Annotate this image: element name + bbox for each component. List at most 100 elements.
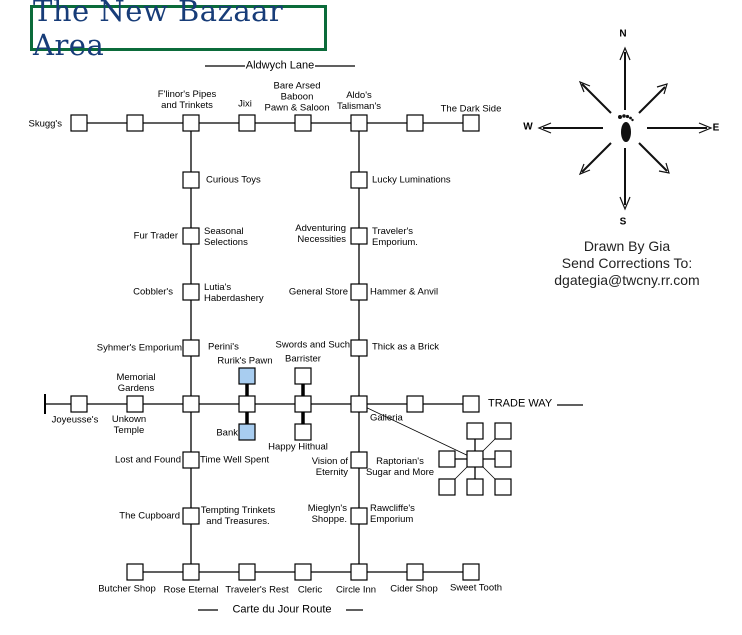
shop-box xyxy=(350,339,368,357)
shop-box xyxy=(494,422,512,440)
shop-label: Circle Inn xyxy=(335,584,377,596)
shop-label: Cleric xyxy=(297,584,323,596)
shop-box xyxy=(438,478,456,496)
footprint-icon xyxy=(618,114,634,142)
shop-label: Cobbler's xyxy=(133,286,173,298)
shop-box xyxy=(126,114,144,132)
shop-label: Happy Hithual xyxy=(268,441,328,453)
road-label-carte: Carte du Jour Route xyxy=(232,603,332,616)
shop-label: Butcher Shop xyxy=(98,583,156,595)
compass-east: E xyxy=(712,122,720,134)
road-label-aldwych: Aldwych Lane xyxy=(245,59,315,72)
shop-box xyxy=(350,114,368,132)
shop-box xyxy=(126,395,144,413)
shop-box xyxy=(466,422,484,440)
shop-label: Perini's xyxy=(208,341,239,353)
shop-box xyxy=(406,395,424,413)
shop-box xyxy=(350,171,368,189)
shop-box xyxy=(70,114,88,132)
shop-box xyxy=(462,395,480,413)
shop-label: Hammer & Anvil xyxy=(370,286,439,298)
shop-box xyxy=(462,563,480,581)
shop-box xyxy=(438,450,456,468)
shop-label: Swords and Such xyxy=(275,339,350,351)
shop-label: Curious Toys xyxy=(206,174,261,186)
shop-label: Traveler's Rest xyxy=(225,584,289,596)
shop-box xyxy=(294,114,312,132)
shop-box xyxy=(182,114,200,132)
shop-label: Thick as a Brick xyxy=(372,341,440,353)
shop-label: Lost and Found xyxy=(114,454,181,466)
shop-box xyxy=(182,507,200,525)
shop-label: Rose Eternal xyxy=(163,584,219,596)
shop-box xyxy=(182,563,200,581)
shop-box xyxy=(462,114,480,132)
shop-label: Lucky Luminations xyxy=(372,174,451,186)
shop-label: Bank xyxy=(216,427,238,439)
shop-box xyxy=(182,283,200,301)
shop-box xyxy=(238,395,256,413)
shop-label: Rurik's Pawn xyxy=(217,355,273,367)
shop-box xyxy=(350,507,368,525)
shop-box xyxy=(294,395,312,413)
drawn-by: Drawn By Gia xyxy=(583,238,671,254)
shop-box xyxy=(350,395,368,413)
shop-box xyxy=(350,451,368,469)
shop-box xyxy=(294,563,312,581)
shop-box xyxy=(406,114,424,132)
compass-north: N xyxy=(619,28,627,40)
shop-box xyxy=(294,367,312,385)
shop-box xyxy=(182,339,200,357)
shop-box xyxy=(126,563,144,581)
shop-box xyxy=(466,478,484,496)
shop-box xyxy=(238,563,256,581)
shop-box xyxy=(182,395,200,413)
shop-box xyxy=(494,478,512,496)
shop-boxes xyxy=(70,114,512,581)
shop-label: Syhmer's Emporium xyxy=(96,342,182,354)
corrections-label: Send Corrections To: xyxy=(561,255,693,271)
shop-box xyxy=(350,227,368,245)
shop-box xyxy=(182,451,200,469)
shop-label: Skugg's xyxy=(28,118,62,130)
shop-box xyxy=(466,450,484,468)
shop-box xyxy=(182,171,200,189)
shop-box xyxy=(238,423,256,441)
shop-box xyxy=(238,367,256,385)
compass xyxy=(537,46,713,211)
corrections-email[interactable]: dgategia@twcny.rr.com xyxy=(554,272,700,288)
shop-label: The Dark Side xyxy=(440,103,502,115)
shop-label: The Cupboard xyxy=(119,510,180,522)
shop-label: Cider Shop xyxy=(390,583,438,595)
shop-box xyxy=(494,450,512,468)
shop-label: Sweet Tooth xyxy=(449,582,503,594)
shop-box xyxy=(294,423,312,441)
shop-box xyxy=(182,227,200,245)
galleria-connector xyxy=(358,403,476,460)
shop-box xyxy=(70,395,88,413)
shop-box xyxy=(350,563,368,581)
shop-label: Galleria xyxy=(370,412,403,424)
shop-label: Fur Trader xyxy=(133,230,178,242)
compass-west: W xyxy=(523,121,533,133)
road-label-trade-way: TRADE WAY xyxy=(488,397,553,410)
compass-south: S xyxy=(619,216,627,228)
shop-box xyxy=(238,114,256,132)
shop-label: Jixi xyxy=(238,98,252,110)
shop-box xyxy=(350,283,368,301)
